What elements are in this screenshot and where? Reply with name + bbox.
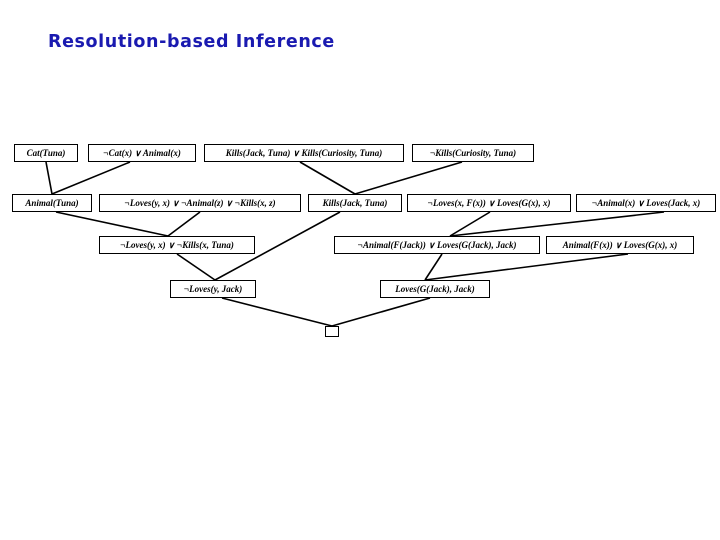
resolution-edge xyxy=(45,161,53,195)
clause-box: ¬Animal(F(Jack)) ∨ Loves(G(Jack), Jack) xyxy=(334,236,540,254)
resolution-edge xyxy=(299,161,356,195)
empty-clause-box xyxy=(325,326,339,337)
clause-box: ¬Loves(y, Jack) xyxy=(170,280,256,298)
clause-box: ¬Kills(Curiosity, Tuna) xyxy=(412,144,534,162)
resolution-edge xyxy=(214,211,341,281)
clause-box: Animal(Tuna) xyxy=(12,194,92,212)
resolution-proof-tree: Cat(Tuna) ¬Cat(x) ∨ Animal(x) Kills(Jack, … xyxy=(0,130,720,360)
clause-box: ¬Loves(y, x) ∨ ¬Animal(z) ∨ ¬Kills(x, z) xyxy=(99,194,301,212)
clause-box: Kills(Jack, Tuna) ∨ Kills(Curiosity, Tun… xyxy=(204,144,404,162)
clause-box: Animal(F(x)) ∨ Loves(G(x), x) xyxy=(546,236,694,254)
resolution-edge xyxy=(354,161,463,195)
clause-box: ¬Animal(x) ∨ Loves(Jack, x) xyxy=(576,194,716,212)
clause-box: ¬Loves(y, x) ∨ ¬Kills(x, Tuna) xyxy=(99,236,255,254)
resolution-edge xyxy=(449,211,665,237)
resolution-edge xyxy=(449,211,491,237)
resolution-edge xyxy=(331,297,431,327)
clause-box: Kills(Jack, Tuna) xyxy=(308,194,402,212)
clause-box: Loves(G(Jack), Jack) xyxy=(380,280,490,298)
clause-box: ¬Cat(x) ∨ Animal(x) xyxy=(88,144,196,162)
resolution-edge xyxy=(51,161,131,195)
proof-edges-layer xyxy=(45,161,665,327)
resolution-edge xyxy=(221,297,333,327)
resolution-edge xyxy=(424,253,443,281)
resolution-edge xyxy=(167,211,201,237)
resolution-edge xyxy=(176,253,216,281)
clause-box: Cat(Tuna) xyxy=(14,144,78,162)
resolution-edge xyxy=(55,211,169,237)
clause-box: ¬Loves(x, F(x)) ∨ Loves(G(x), x) xyxy=(407,194,571,212)
resolution-edge xyxy=(424,253,629,281)
page-title: Resolution-based Inference xyxy=(48,32,335,52)
